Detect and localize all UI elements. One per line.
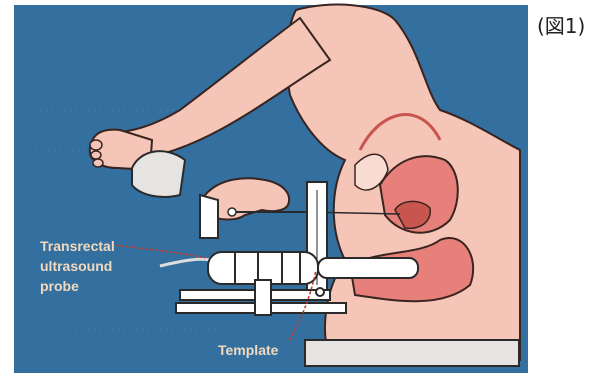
probe-label-line-2: ultrasound	[40, 258, 112, 274]
probe-label-line-1: Transrectal	[40, 238, 115, 254]
probe-label-line-3: probe	[40, 278, 79, 294]
figure-label: (図1)	[537, 10, 585, 39]
sleeve	[200, 195, 218, 238]
template-label: Template	[218, 342, 279, 358]
table-cushion	[305, 340, 519, 366]
foot-stirrup-icon	[132, 151, 185, 197]
